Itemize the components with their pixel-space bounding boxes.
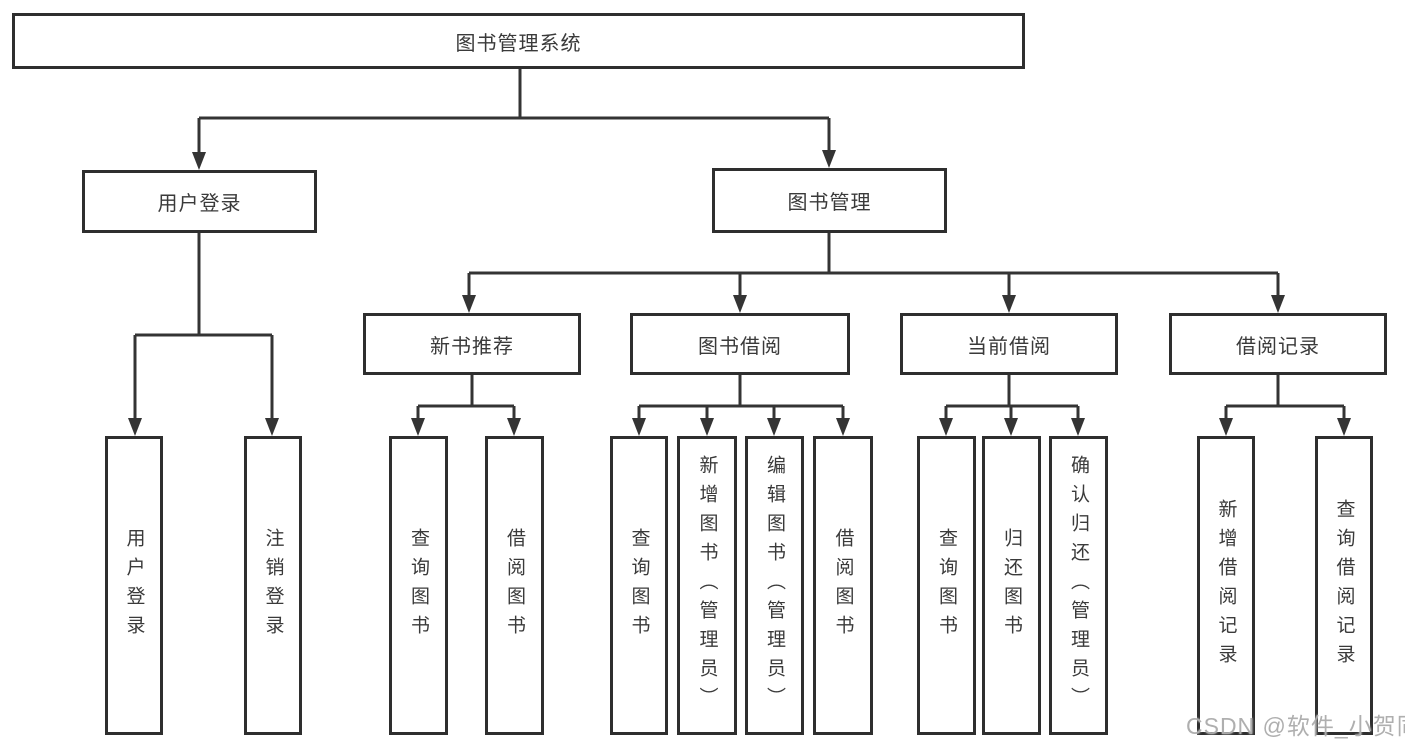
node-label: 图书借阅: [698, 335, 782, 358]
leaf-borrow-query-books: 查询图书: [610, 436, 668, 735]
node-label: 编辑图书（管理员）: [764, 455, 785, 716]
node-root-system: 图书管理系统: [12, 13, 1025, 69]
node-label: 当前借阅: [967, 335, 1051, 358]
node-label: 归还图书: [1001, 527, 1022, 644]
leaf-return-books: 归还图书: [982, 436, 1041, 735]
node-label: 确认归还（管理员）: [1068, 455, 1089, 716]
node-label: 查询图书: [628, 527, 650, 644]
node-label: 图书管理系统: [455, 32, 582, 55]
node-new-book-recommend: 新书推荐: [363, 313, 581, 375]
leaf-edit-books-admin: 编辑图书（管理员）: [745, 436, 804, 735]
leaf-recommend-query-books: 查询图书: [389, 436, 448, 735]
leaf-borrow-books: 借阅图书: [813, 436, 873, 735]
node-label: 图书管理: [787, 192, 872, 214]
node-current-borrowing: 当前借阅: [900, 313, 1118, 375]
leaf-add-books-admin: 新增图书（管理员）: [677, 436, 737, 735]
node-label: 查询图书: [408, 527, 429, 644]
leaf-logout: 注销登录: [244, 436, 302, 735]
node-label: 借阅图书: [504, 527, 525, 644]
leaf-current-query-books: 查询图书: [917, 436, 976, 735]
node-label: 用户登录: [157, 193, 242, 215]
leaf-add-borrow-record: 新增借阅记录: [1197, 436, 1255, 735]
node-label: 借阅图书: [832, 527, 854, 644]
node-book-borrowing: 图书借阅: [630, 313, 850, 375]
leaf-recommend-borrow-books: 借阅图书: [485, 436, 544, 735]
node-label: 查询借阅记录: [1333, 498, 1355, 673]
node-label: 查询图书: [936, 527, 957, 644]
csdn-watermark: CSDN @软件_小贺同学: [1186, 713, 1405, 739]
node-borrowing-records: 借阅记录: [1169, 313, 1387, 375]
node-label: 新书推荐: [430, 335, 514, 358]
leaf-query-borrow-record: 查询借阅记录: [1315, 436, 1373, 735]
leaf-confirm-return-admin: 确认归还（管理员）: [1049, 436, 1108, 735]
leaf-user-login: 用户登录: [105, 436, 163, 735]
node-label: 新增图书（管理员）: [696, 455, 718, 716]
node-user-login-branch: 用户登录: [82, 170, 317, 233]
node-label: 注销登录: [262, 527, 284, 644]
node-label: 借阅记录: [1236, 335, 1320, 358]
node-label: 新增借阅记录: [1215, 498, 1237, 673]
node-book-management-branch: 图书管理: [712, 168, 947, 233]
node-label: 用户登录: [123, 527, 145, 644]
